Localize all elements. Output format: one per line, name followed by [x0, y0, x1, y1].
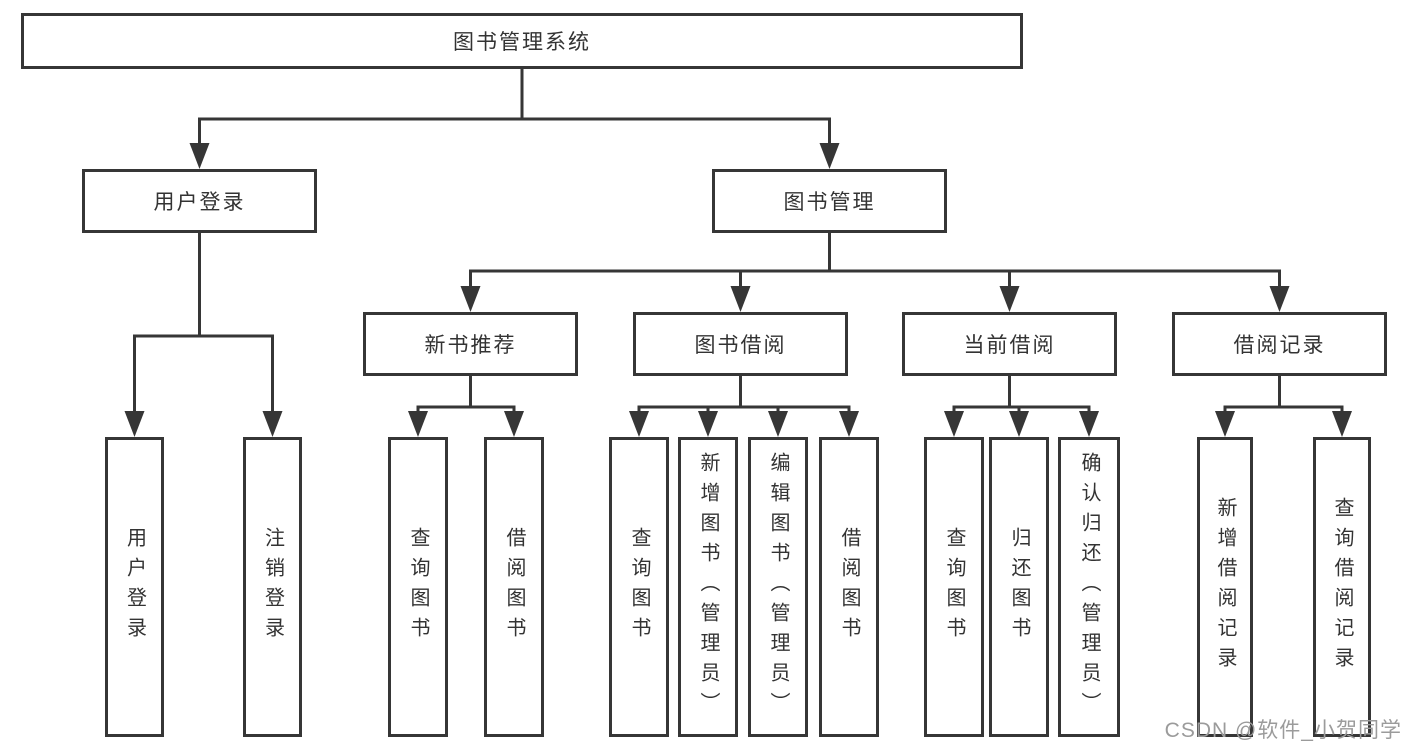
node-label: 注销登录 — [261, 527, 284, 647]
arrowhead-down — [819, 143, 840, 169]
node-root: 图书管理系统 — [21, 13, 1023, 69]
arrowhead-down — [730, 286, 751, 312]
arrowhead-down — [999, 286, 1020, 312]
node-borrow-record: 借阅记录 — [1172, 312, 1387, 376]
node-label: 图书借阅 — [694, 334, 787, 357]
arrowhead-down — [698, 411, 718, 437]
arrowhead-down — [1269, 286, 1290, 312]
arrowhead-down — [504, 411, 524, 437]
arrowhead-down — [839, 411, 859, 437]
node-leaf-bb-add: 新增图书（管理员） — [678, 437, 738, 737]
node-leaf-user-login: 用户登录 — [105, 437, 164, 737]
node-leaf-bb-edit: 编辑图书（管理员） — [748, 437, 808, 737]
node-label: 查询借阅记录 — [1331, 497, 1353, 677]
node-leaf-nbr-query: 查询图书 — [388, 437, 448, 737]
node-label: 图书管理 — [783, 191, 876, 214]
node-label: 确认归还（管理员） — [1078, 452, 1100, 722]
arrowhead-down — [1215, 411, 1235, 437]
node-label: 查询图书 — [407, 527, 429, 647]
node-label: 新增图书（管理员） — [697, 452, 719, 722]
node-label: 借阅图书 — [838, 527, 860, 647]
edge-new-book-rec — [408, 374, 524, 437]
arrowhead-down — [629, 411, 649, 437]
watermark: CSDN @软件_小贺同学 — [1164, 719, 1402, 742]
node-label: 新书推荐 — [424, 334, 517, 357]
edge-current-borrow — [944, 374, 1099, 437]
node-leaf-cb-confirm: 确认归还（管理员） — [1058, 437, 1120, 737]
node-label: 图书管理系统 — [453, 31, 591, 54]
node-label: 用户登录 — [153, 191, 246, 214]
node-label: 查询图书 — [628, 527, 650, 647]
node-leaf-br-query: 查询借阅记录 — [1313, 437, 1371, 737]
edge-root — [189, 67, 840, 169]
edge-user-login — [124, 231, 283, 437]
node-leaf-bb-query: 查询图书 — [609, 437, 669, 737]
node-label: 借阅图书 — [503, 527, 525, 647]
edge-book-borrow — [629, 374, 859, 437]
node-leaf-cb-query: 查询图书 — [924, 437, 984, 737]
arrowhead-down — [1079, 411, 1099, 437]
node-leaf-cb-return: 归还图书 — [989, 437, 1049, 737]
node-label: 借阅记录 — [1233, 334, 1326, 357]
node-leaf-br-add: 新增借阅记录 — [1197, 437, 1253, 737]
arrowhead-down — [944, 411, 964, 437]
edge-borrow-record — [1215, 374, 1352, 437]
arrowhead-down — [768, 411, 788, 437]
node-book-borrow: 图书借阅 — [633, 312, 848, 376]
node-leaf-logout: 注销登录 — [243, 437, 302, 737]
node-leaf-nbr-borrow: 借阅图书 — [484, 437, 544, 737]
arrowhead-down — [1009, 411, 1029, 437]
node-label: 归还图书 — [1008, 527, 1030, 647]
edge-book-mgmt — [460, 231, 1290, 312]
arrowhead-down — [1332, 411, 1352, 437]
node-label: 当前借阅 — [963, 334, 1056, 357]
arrowhead-down — [408, 411, 428, 437]
node-leaf-bb-borrow: 借阅图书 — [819, 437, 879, 737]
node-label: 查询图书 — [943, 527, 965, 647]
node-label: 编辑图书（管理员） — [767, 452, 789, 722]
node-current-borrow: 当前借阅 — [902, 312, 1117, 376]
arrowhead-down — [124, 411, 145, 437]
arrowhead-down — [262, 411, 283, 437]
node-book-mgmt: 图书管理 — [712, 169, 947, 233]
node-new-book-rec: 新书推荐 — [363, 312, 578, 376]
node-label: 用户登录 — [123, 527, 146, 647]
arrowhead-down — [460, 286, 481, 312]
node-user-login: 用户登录 — [82, 169, 317, 233]
arrowhead-down — [189, 143, 210, 169]
node-label: 新增借阅记录 — [1214, 497, 1236, 677]
